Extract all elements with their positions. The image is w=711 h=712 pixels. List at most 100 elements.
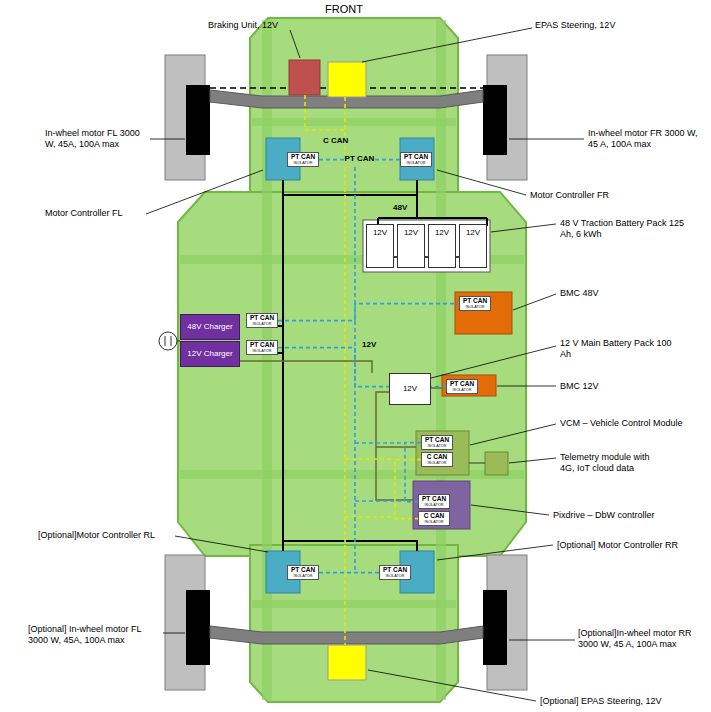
bus-label: 12V	[361, 340, 377, 350]
node-text: PT CAN	[250, 315, 274, 322]
bus-connector	[319, 572, 379, 574]
rear-body	[250, 545, 458, 702]
leader-line	[290, 30, 300, 58]
node-text: ISOLATOR	[386, 575, 405, 579]
callout-label: BMC 48V	[560, 288, 599, 299]
bus-label: PT CAN	[344, 155, 376, 164]
callout-label: In-wheel motor FR 3000 W, 45 A, 100A max	[588, 128, 698, 150]
node-text: 12V	[373, 229, 387, 237]
telemetry-module	[485, 452, 508, 475]
bus-connector	[395, 460, 421, 519]
node-text: ISOLATOR	[294, 575, 313, 579]
callout-label: In-wheel motor FL 3000 W, 45A, 100A max	[45, 128, 147, 150]
leader-line	[470, 424, 556, 445]
node-text: PT CAN	[404, 154, 428, 161]
node-text: PT CAN	[383, 567, 407, 574]
rear-axle	[210, 626, 483, 644]
battery-cell: 12V	[397, 224, 425, 268]
leader-line	[491, 224, 556, 232]
node-text: PT CAN	[291, 567, 315, 574]
charger-box: 12V Charger	[180, 341, 240, 367]
leader-lines	[146, 28, 584, 701]
epas-steering	[328, 62, 366, 97]
node-text: 12V	[435, 229, 449, 237]
node-text: PT CAN	[250, 342, 274, 349]
leader-line	[513, 294, 556, 310]
charge-inlet-pins	[165, 336, 180, 346]
12v-wire	[431, 387, 442, 389]
can-isolator: PT CANISOLATOR	[400, 152, 432, 167]
callout-label: 12 V Main Battery Pack 100 Ah	[560, 338, 680, 360]
can-isolator: PT CANISOLATOR	[459, 296, 491, 311]
callout-label: Telemetry module with 4G, IoT cloud data	[560, 452, 660, 474]
main-battery: 12V	[389, 373, 431, 405]
node-text: PT CAN	[425, 437, 449, 444]
node-text: ISOLATOR	[425, 521, 444, 525]
leader-line	[150, 139, 185, 140]
node-text: ISOLATOR	[425, 504, 444, 508]
callout-label: Motor Controller FL	[45, 208, 123, 219]
leader-line	[362, 28, 532, 62]
power-wire	[278, 180, 487, 551]
epas-steering	[328, 645, 366, 680]
can-isolator: PT CANISOLATOR	[421, 435, 453, 450]
charge-inlet	[159, 332, 177, 350]
in-wheel-motor	[483, 85, 507, 155]
node-text: PT CAN	[463, 298, 487, 305]
callout-label: EPAS Steering, 12V	[535, 20, 615, 31]
node-text: ISOLATOR	[466, 306, 485, 310]
leader-line	[175, 536, 268, 552]
vcm-module	[416, 431, 469, 475]
bus-label: 48V	[392, 203, 408, 213]
node-text: ISOLATOR	[428, 462, 447, 466]
leader-line	[368, 670, 536, 701]
leader-line	[437, 545, 553, 560]
leader-line	[509, 640, 575, 641]
node-text: ISOLATOR	[253, 323, 272, 327]
in-wheel-motor	[186, 590, 210, 665]
can-isolator: PT CANISOLATOR	[446, 379, 478, 394]
motor-controller	[400, 138, 434, 180]
callout-label: FRONT	[325, 3, 363, 16]
node-text: 48V Charger	[187, 323, 232, 331]
node-text: C CAN	[424, 513, 445, 520]
node-text: PT CAN	[291, 154, 315, 161]
cross-member	[180, 470, 524, 479]
bus-connector	[278, 304, 459, 321]
callout-label: [Optional] In-wheel motor FL 3000 W, 45A…	[28, 624, 160, 646]
leader-line	[497, 386, 556, 387]
charger-box: 48V Charger	[180, 314, 240, 340]
braking-unit	[289, 60, 320, 95]
can-isolator: PT CANISOLATOR	[287, 152, 319, 167]
can-isolator: PT CANISOLATOR	[418, 494, 450, 509]
can-isolator: PT CANISOLATOR	[246, 340, 278, 355]
node-text: ISOLATOR	[428, 445, 447, 449]
node-text: ISOLATOR	[407, 162, 426, 166]
node-text: PT CAN	[422, 496, 446, 503]
node-text: 12V Charger	[187, 350, 232, 358]
leader-line	[163, 633, 185, 634]
node-text: ISOLATOR	[294, 162, 313, 166]
callout-label: [Optional] Motor Controller RR	[557, 540, 678, 551]
node-text: ISOLATOR	[253, 350, 272, 354]
node-text: PT CAN	[450, 381, 474, 388]
battery-cell: 12V	[459, 224, 487, 268]
can-isolator: C CANISOLATOR	[421, 452, 453, 467]
leader-line	[509, 139, 584, 140]
in-wheel-motor	[483, 590, 507, 665]
cross-member	[252, 600, 456, 608]
node-text: C CAN	[427, 454, 448, 461]
cross-member	[252, 118, 456, 126]
callout-label: BMC 12V	[560, 381, 599, 392]
callout-label: [Optional]Motor Controller RL	[38, 530, 155, 541]
telemetry-link	[469, 463, 485, 464]
callout-label: Motor Controller FR	[530, 190, 609, 201]
callout-label: [Optional] EPAS Steering, 12V	[540, 696, 661, 707]
power-wire	[283, 541, 417, 551]
in-wheel-motor	[186, 85, 210, 155]
node-text: 12V	[403, 385, 417, 393]
bmc-12v	[442, 375, 496, 396]
